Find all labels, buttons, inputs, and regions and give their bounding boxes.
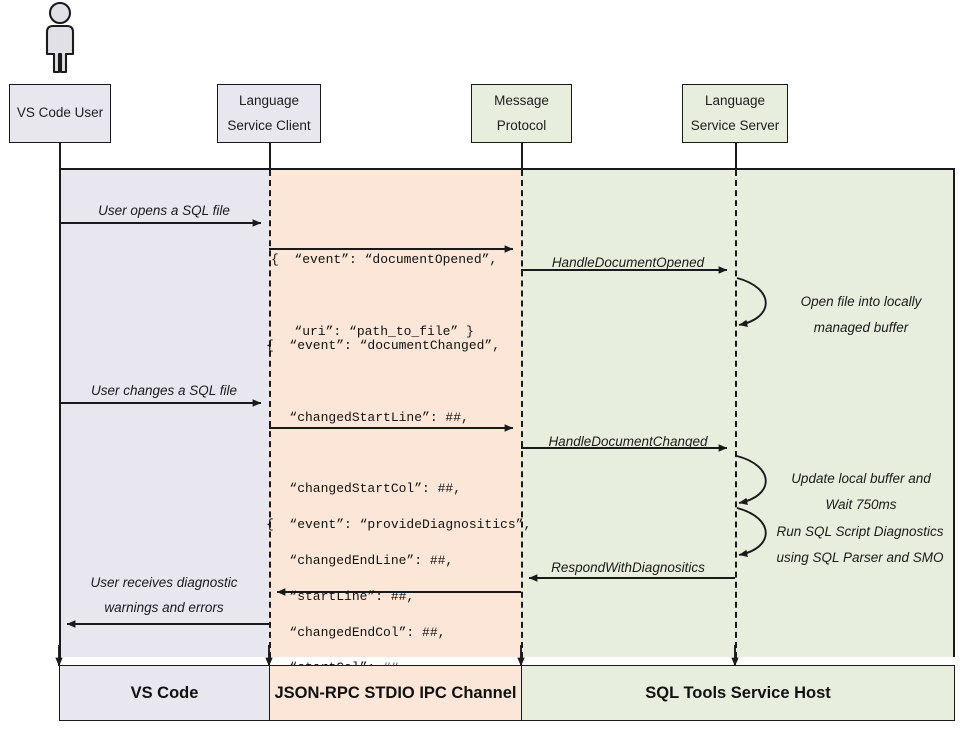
label-user-opens-sql-file: User opens a SQL file <box>98 203 230 218</box>
participant-label-line2: Protocol <box>496 117 547 133</box>
lifeline-stub-language-service-client <box>269 143 271 169</box>
note-line1: Update local buffer and <box>791 471 931 486</box>
participant-label-line2: Service Client <box>227 117 311 133</box>
lifeline-language-service-server <box>735 170 737 658</box>
note-open-file: Open file into locally managed buffer <box>765 289 957 342</box>
lifeline-stub-language-service-server <box>735 143 737 169</box>
footer-vs-code[interactable]: VS Code <box>59 665 270 721</box>
vs-code-lane-band <box>59 168 269 657</box>
participant-label-line2: Service Server <box>690 117 780 133</box>
footer-sql-tools-service-host[interactable]: SQL Tools Service Host <box>521 665 955 721</box>
participant-label-line1: Language <box>704 92 766 108</box>
payload-line: “endLine”: ##, <box>266 728 531 732</box>
label-handle-document-changed: HandleDocumentChanged <box>548 434 708 449</box>
participant-vs-code-user[interactable]: VS Code User <box>9 84 111 143</box>
payload-line: “changedEndLine”: ##, <box>266 552 454 568</box>
note-line2: managed buffer <box>813 320 909 336</box>
note-line2: using SQL Parser and SMO <box>776 550 944 566</box>
label-handle-document-opened: HandleDocumentOpened <box>551 255 705 270</box>
lifeline-stub-vs-code-user <box>59 143 61 169</box>
label-respond-with-diagnositics: RespondWithDiagnositics <box>551 560 705 575</box>
lifeline-message-protocol <box>521 170 523 658</box>
payload-line: { “event”: “provideDiagnositics”, <box>266 516 532 532</box>
note-update-buffer: Update local buffer and Wait 750ms <box>765 466 957 519</box>
note-run-diagnostics: Run SQL Script Diagnostics using SQL Par… <box>762 519 958 572</box>
participant-message-protocol[interactable]: Message Protocol <box>471 84 572 143</box>
payload-line: “changedStartCol”: ##, <box>266 481 462 497</box>
payload-line: { “event”: “documentChanged”, <box>266 337 501 353</box>
participant-language-service-server[interactable]: Language Service Server <box>682 84 788 143</box>
label-line2: warnings and errors <box>104 599 224 615</box>
footer-ipc-channel[interactable]: JSON-RPC STDIO IPC Channel <box>269 665 522 721</box>
lifeline-vs-code-user <box>59 170 61 658</box>
payload-line: “changedStartLine”: ##, <box>266 409 469 425</box>
note-line1: Run SQL Script Diagnostics <box>776 524 944 539</box>
payload-line: “changedEndCol”: ##, <box>266 624 446 640</box>
lifeline-language-service-client <box>269 170 271 658</box>
participant-label-line1: Language <box>238 92 300 108</box>
payload-line: { “event”: “documentOpened”, <box>271 251 498 267</box>
label-user-receives-diagnostics: User receives diagnostic warnings and er… <box>59 571 269 621</box>
participant-language-service-client[interactable]: Language Service Client <box>217 84 321 143</box>
label-line1: User receives diagnostic <box>90 575 238 590</box>
participant-label-line1: Message <box>494 92 549 108</box>
payload-line: “startLine”: ##, <box>266 588 415 604</box>
sql-tools-service-lane-band <box>521 168 955 657</box>
participant-label-line1: VS Code User <box>16 105 104 121</box>
note-line1: Open file into locally <box>800 294 922 309</box>
note-line2: Wait 750ms <box>825 497 897 513</box>
person-icon <box>35 1 85 74</box>
lifeline-stub-message-protocol <box>521 143 523 169</box>
label-user-changes-sql-file: User changes a SQL file <box>90 383 238 398</box>
payload-line: “uri”: “path_to_file” } <box>271 323 474 339</box>
document-opened-payload: { “event”: “documentOpened”, “uri”: “pat… <box>271 200 497 391</box>
